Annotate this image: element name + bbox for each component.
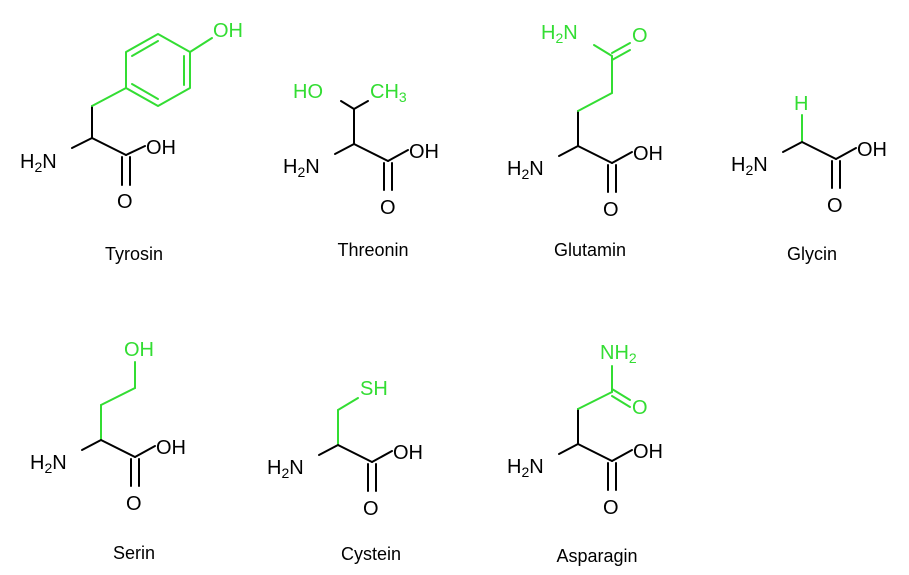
bond: [611, 388, 631, 401]
hydrogen-label: H: [794, 93, 808, 115]
amine-label: H2N: [20, 151, 57, 175]
bond: [131, 40, 159, 57]
molecule-name: Glutamin: [554, 240, 626, 260]
bond: [558, 145, 579, 157]
hydroxyl-label: OH: [213, 20, 243, 42]
bond: [71, 137, 93, 149]
amine-label: H2N: [731, 154, 768, 178]
bond: [593, 44, 613, 57]
amine-label: H2N: [267, 457, 304, 481]
bond: [134, 445, 156, 458]
molecule-name: Serin: [113, 543, 155, 563]
bond: [611, 49, 631, 61]
molecule-serin: OH H2N OH O Serin: [30, 339, 186, 563]
carbonyl-o-label: O: [363, 498, 379, 520]
methyl-label: CH3: [370, 81, 407, 105]
carboxyl-oh-label: OH: [633, 441, 663, 463]
bond: [611, 42, 631, 54]
molecule-cystein: SH H2N OH O Cystein: [267, 378, 423, 564]
amine-label: H2N: [283, 156, 320, 180]
bond: [353, 143, 389, 162]
bond: [835, 147, 857, 160]
bond: [782, 141, 803, 153]
bond: [340, 100, 355, 110]
carboxyl-oh-label: OH: [146, 137, 176, 159]
carboxyl-oh-label: OH: [409, 141, 439, 163]
molecule-name: Asparagin: [556, 546, 637, 566]
bond: [371, 450, 393, 463]
carboxyl-oh-label: OH: [633, 143, 663, 165]
carboxyl-oh-label: OH: [156, 437, 186, 459]
benzene-ring: [125, 33, 191, 107]
molecule-name: Tyrosin: [105, 244, 163, 264]
amine-label: H2N: [507, 456, 544, 480]
bond: [611, 151, 633, 164]
bond: [337, 444, 373, 463]
bond: [611, 449, 633, 462]
molecule-asparagin: NH2 O H2N OH O Asparagin: [507, 342, 663, 566]
bond: [100, 439, 136, 458]
amide-label: H2N: [541, 22, 578, 46]
carbonyl-o-label: O: [117, 191, 133, 213]
bond: [189, 37, 213, 53]
bond: [91, 87, 127, 107]
bond: [131, 83, 159, 100]
molecule-name: Threonin: [337, 240, 408, 260]
carbonyl-o-label: O: [126, 493, 142, 515]
molecule-tyrosin: OH H2N OH O Tyrosin: [20, 20, 243, 264]
bond: [558, 443, 579, 455]
hydroxyl-label: HO: [293, 81, 323, 103]
bond: [337, 397, 359, 411]
bond: [611, 395, 631, 408]
hydroxyl-label: OH: [124, 339, 154, 361]
bond: [577, 443, 613, 462]
bond: [81, 439, 102, 451]
carboxyl-oh-label: OH: [857, 139, 887, 161]
carboxyl-oh-label: OH: [393, 442, 423, 464]
bond: [387, 149, 409, 162]
amide-o-label: O: [632, 397, 648, 419]
molecule-name: Cystein: [341, 544, 401, 564]
molecule-glycin: H H2N OH O Glycin: [731, 93, 887, 264]
bond: [577, 145, 613, 164]
carbonyl-o-label: O: [827, 195, 843, 217]
bond: [125, 145, 146, 156]
bond: [353, 100, 369, 110]
bond: [801, 141, 837, 160]
molecule-name: Glycin: [787, 244, 837, 264]
amide-label: NH2: [600, 342, 637, 366]
bond: [577, 92, 613, 112]
bond: [577, 391, 613, 410]
bond: [91, 137, 127, 156]
amine-label: H2N: [507, 158, 544, 182]
carbonyl-o-label: O: [603, 497, 619, 519]
carbonyl-o-label: O: [603, 199, 619, 221]
bond: [334, 143, 355, 155]
amine-label: H2N: [30, 452, 67, 476]
thiol-label: SH: [360, 378, 388, 400]
amide-o-label: O: [632, 25, 648, 47]
carbonyl-o-label: O: [380, 197, 396, 219]
bond: [318, 444, 339, 456]
bond: [100, 387, 136, 406]
molecule-threonin: HO CH3 H2N OH O Threonin: [283, 81, 439, 260]
molecule-glutamin: H2N O H2N OH O Glutamin: [507, 22, 663, 260]
